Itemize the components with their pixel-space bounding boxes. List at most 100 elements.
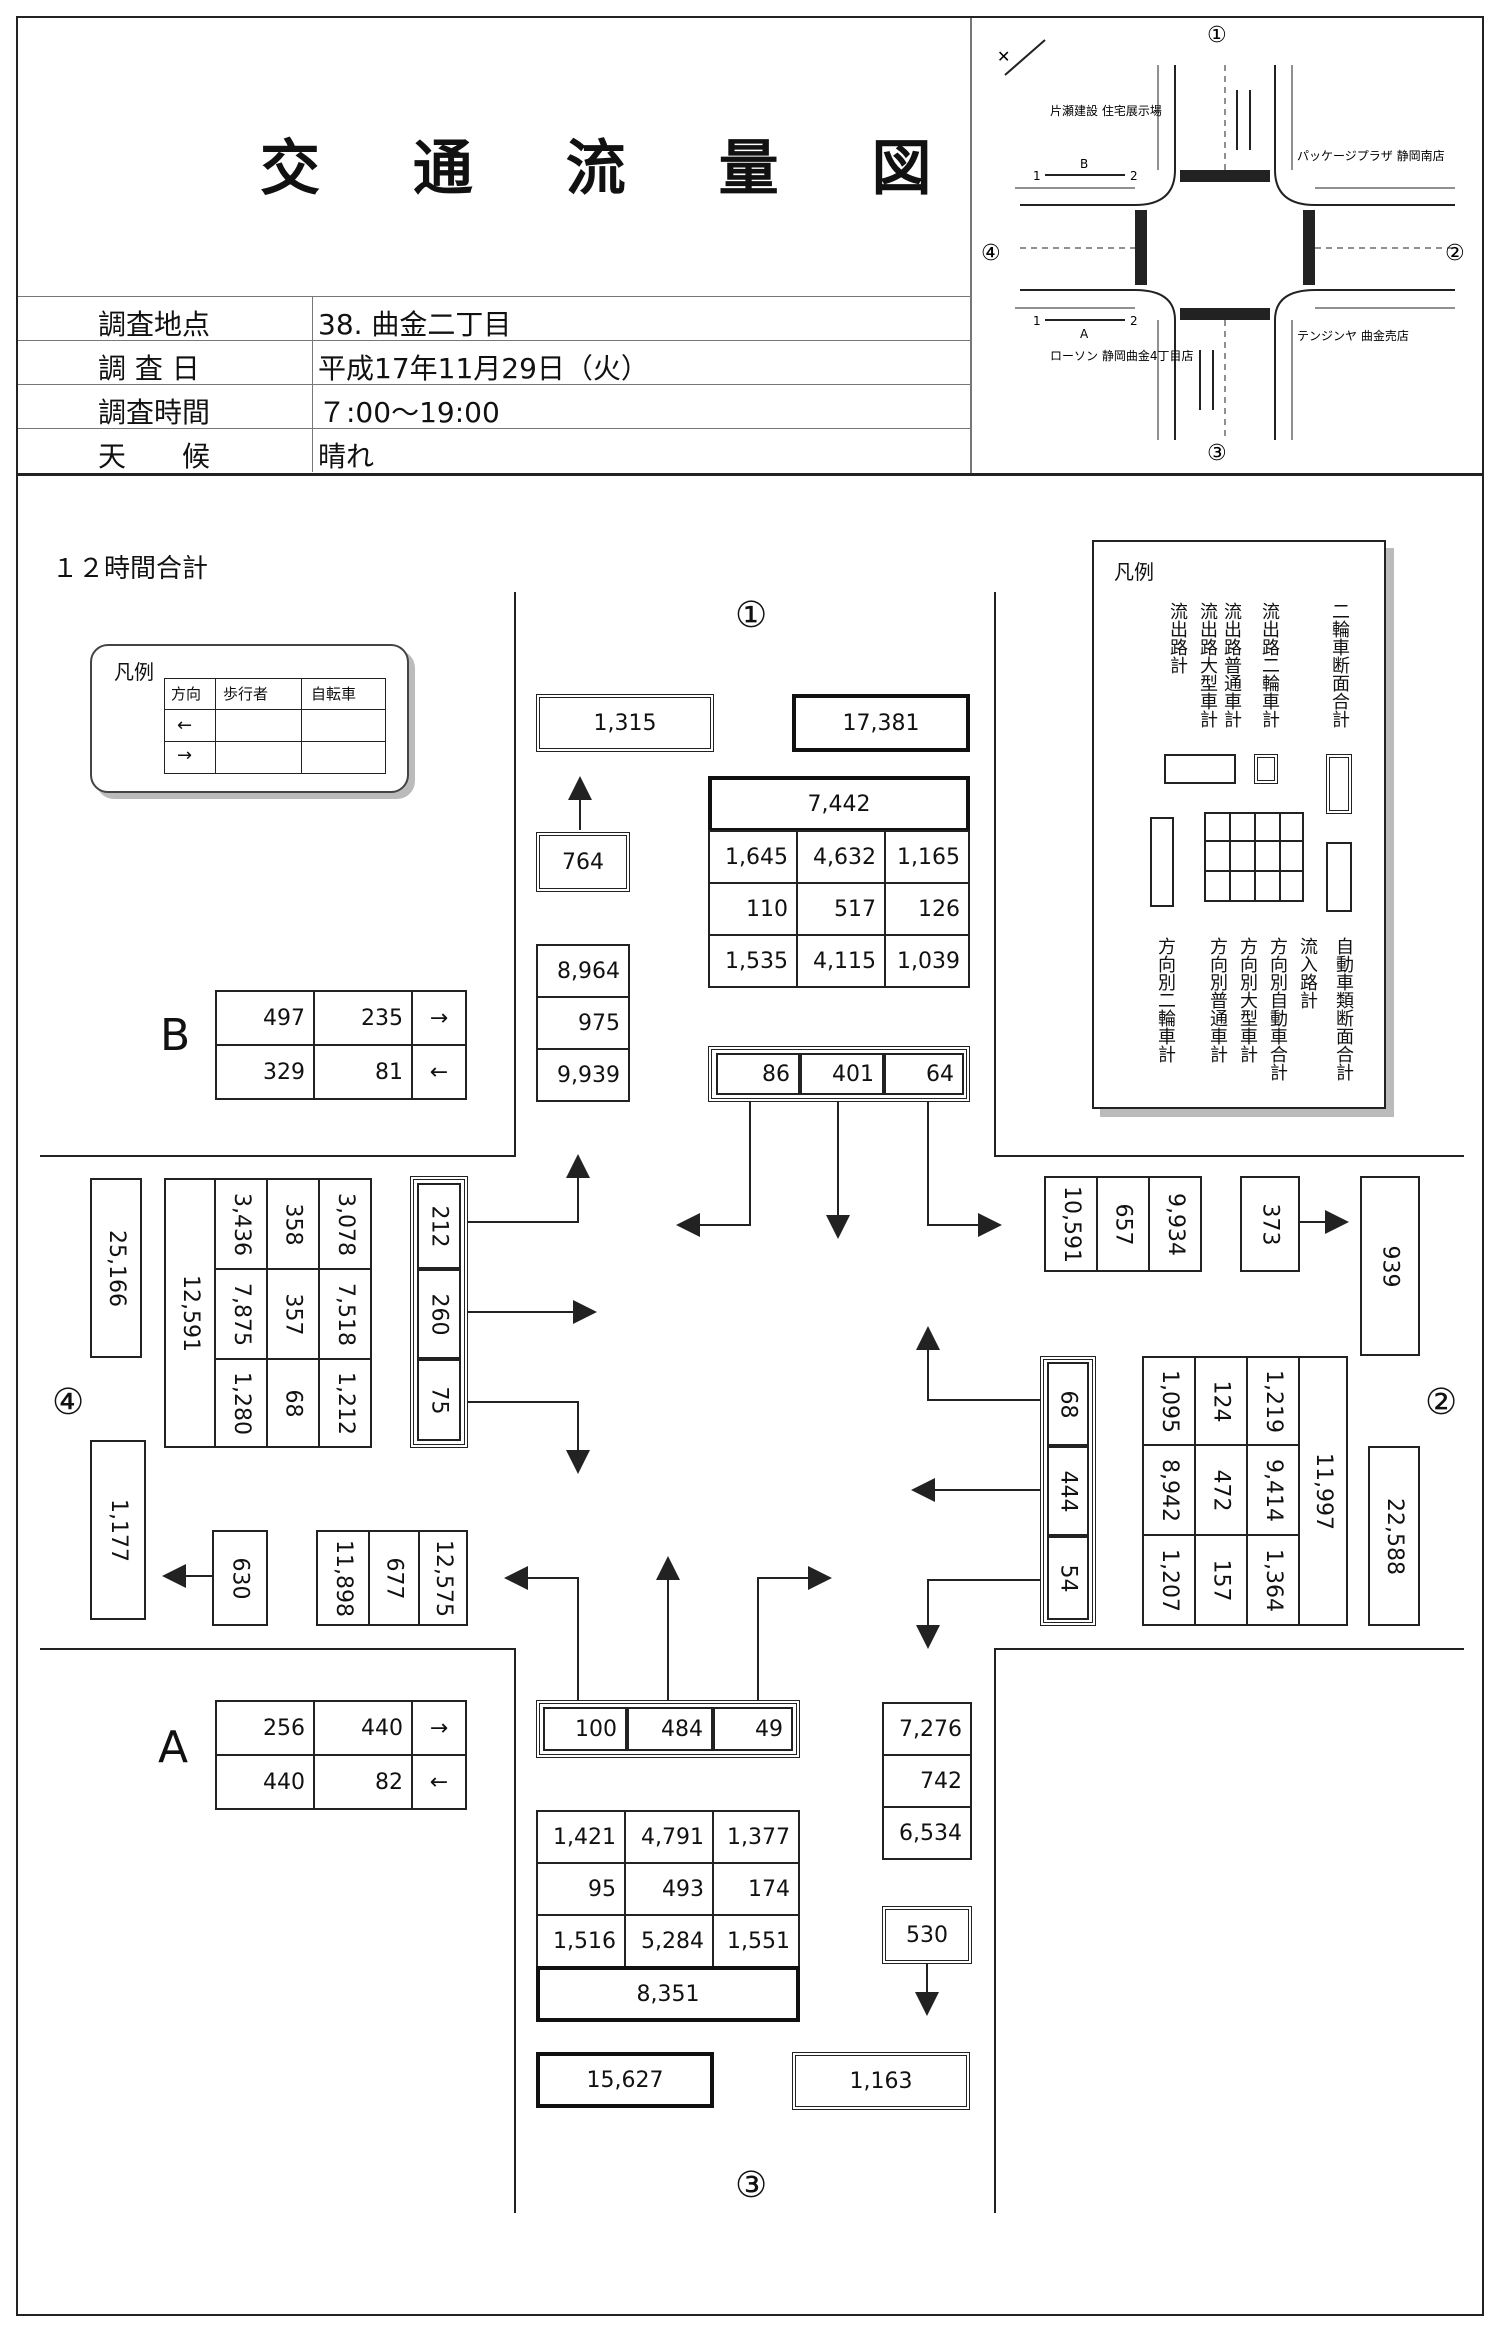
south-grid-2-2: 1,551 bbox=[712, 1914, 800, 1968]
west-out-moto: 630 bbox=[212, 1530, 268, 1626]
south-inflow: 8,351 bbox=[536, 1966, 800, 2022]
east-grid-1-0: 8,942 bbox=[1142, 1444, 1196, 1536]
map-label-3: ③ bbox=[1207, 441, 1227, 466]
south-moto-outer bbox=[536, 1700, 800, 1758]
east-out-large: 657 bbox=[1096, 1176, 1150, 1272]
a-r2-bike: 82 bbox=[313, 1754, 413, 1810]
header-divider-vertical bbox=[970, 18, 972, 473]
west-car-section: 25,166 bbox=[90, 1178, 142, 1358]
legend-bottom-5: 自動車類断面合計 bbox=[1333, 937, 1354, 1081]
date-value: 平成17年11月29日（火） bbox=[318, 352, 649, 385]
ped-legend-hline1 bbox=[165, 709, 385, 710]
east-grid-1-1: 472 bbox=[1194, 1444, 1248, 1536]
south-moto-1: 484 bbox=[627, 1707, 713, 1751]
ped-legend-row-right: → bbox=[177, 745, 193, 766]
east-moto-2: 54 bbox=[1047, 1536, 1089, 1620]
north-out-normal: 9,939 bbox=[536, 1048, 630, 1102]
east-grid-2-0: 1,207 bbox=[1142, 1534, 1196, 1626]
east-grid-1-2: 9,414 bbox=[1246, 1444, 1300, 1536]
legend-bottom-2: 方向別大型車計 bbox=[1237, 937, 1258, 1063]
legend-bottom-4: 流入路計 bbox=[1297, 937, 1318, 1009]
north-grid-1-0: 110 bbox=[708, 882, 798, 936]
west-moto-outer bbox=[410, 1176, 468, 1448]
legend-top-1: 流出路大型車計 bbox=[1197, 602, 1218, 728]
south-grid-0-0: 1,421 bbox=[536, 1810, 626, 1864]
a-label: A bbox=[158, 1722, 189, 1773]
map-b-label: B bbox=[1080, 157, 1088, 171]
intersection-map: ✕ ① ② ③ ④ 片瀬建設 住宅展示場 パッケージプラザ 静岡南店 テンジンヤ… bbox=[981, 23, 1465, 466]
north-grid-2-2: 1,039 bbox=[884, 934, 970, 988]
south-out-total: 7,276 bbox=[882, 1702, 972, 1756]
b-r1-bike: 235 bbox=[313, 990, 413, 1046]
ped-legend-vline1 bbox=[215, 679, 216, 773]
west-grid-2-1: 68 bbox=[266, 1358, 320, 1448]
info-row-date: 調 査 日 平成17年11月29日（火） bbox=[18, 340, 970, 385]
road-west-bottom-edge bbox=[40, 1648, 516, 1650]
page-title: 交 通 流 量 図 bbox=[260, 134, 968, 204]
south-grid-2-0: 1,516 bbox=[536, 1914, 626, 1968]
location-label: 調査地点 bbox=[98, 308, 211, 341]
west-grid-0-2: 3,078 bbox=[318, 1178, 372, 1270]
east-moto-outer bbox=[1040, 1356, 1096, 1626]
north-grid-2-1: 4,115 bbox=[796, 934, 886, 988]
west-grid-1-2: 7,518 bbox=[318, 1268, 372, 1360]
west-grid-2-2: 1,212 bbox=[318, 1358, 372, 1448]
legend-top-2: 流出路普通車計 bbox=[1221, 602, 1242, 728]
b-r1-dir: → bbox=[411, 990, 467, 1046]
legend-top-4: 二輪車断面合計 bbox=[1329, 602, 1350, 728]
ped-legend: 凡例 方向 歩行者 自転車 ← → bbox=[90, 644, 409, 793]
west-out-normal: 11,898 bbox=[316, 1530, 370, 1626]
east-out-normal: 9,934 bbox=[1148, 1176, 1202, 1272]
road-west-top-edge bbox=[40, 1155, 516, 1157]
ped-legend-vline2 bbox=[301, 679, 302, 773]
legend-sample-bike-section bbox=[1326, 754, 1352, 814]
east-out-total: 10,591 bbox=[1044, 1176, 1098, 1272]
legend-bottom-1: 方向別普通車計 bbox=[1207, 937, 1228, 1063]
map-label-2: ② bbox=[1445, 241, 1465, 266]
west-moto-0: 212 bbox=[417, 1183, 461, 1269]
main-legend-title: 凡例 bbox=[1114, 560, 1154, 584]
south-grid-0-2: 1,377 bbox=[712, 1810, 800, 1864]
road-south-west-edge bbox=[514, 1648, 516, 2213]
approach-label-east: ② bbox=[1425, 1382, 1458, 1423]
a-r1-bike: 440 bbox=[313, 1700, 413, 1756]
north-out-total: 8,964 bbox=[536, 944, 630, 998]
location-value: 38. 曲金二丁目 bbox=[318, 308, 512, 341]
legend-sample-grid bbox=[1204, 812, 1304, 902]
north-bike-section: 1,315 bbox=[536, 694, 714, 752]
west-grid-2-0: 1,280 bbox=[214, 1358, 268, 1448]
main-legend: 凡例 流出路計 流出路大型車計 流出路普通車計 流出路二輪車計 二輪車断面合計 … bbox=[1092, 540, 1386, 1109]
south-moto-2: 49 bbox=[713, 1707, 793, 1751]
east-moto-1: 444 bbox=[1047, 1446, 1089, 1536]
b-r2-bike: 81 bbox=[313, 1044, 413, 1100]
legend-bottom-3: 方向別自動車合計 bbox=[1267, 937, 1288, 1081]
east-grid-0-1: 124 bbox=[1194, 1356, 1248, 1446]
east-out-moto: 373 bbox=[1240, 1176, 1300, 1272]
east-grid-2-1: 157 bbox=[1194, 1534, 1248, 1626]
section-label: １２時間合計 bbox=[52, 554, 209, 584]
north-out-large: 975 bbox=[536, 996, 630, 1050]
ped-legend-col-bike: 自転車 bbox=[311, 685, 357, 703]
west-moto-2: 75 bbox=[417, 1359, 461, 1441]
south-out-normal: 6,534 bbox=[882, 1806, 972, 1860]
page-frame bbox=[16, 16, 1484, 2316]
south-car-section: 15,627 bbox=[536, 2052, 714, 2108]
west-grid-1-1: 357 bbox=[266, 1268, 320, 1360]
south-moto-0: 100 bbox=[543, 1707, 627, 1751]
road-north-west-edge bbox=[514, 592, 516, 1155]
weather-value: 晴れ bbox=[318, 440, 375, 473]
east-grid-0-2: 1,219 bbox=[1246, 1356, 1300, 1446]
ped-legend-col-dir: 方向 bbox=[171, 685, 202, 703]
shop-ne-label: パッケージプラザ 静岡南店 bbox=[1297, 148, 1445, 163]
info-row-time: 調査時間 ７:00〜19:00 bbox=[18, 384, 970, 429]
north-out-moto: 764 bbox=[536, 832, 630, 892]
weather-label: 天 候 bbox=[98, 440, 211, 473]
time-label: 調査時間 bbox=[98, 396, 211, 429]
west-bike-section: 1,177 bbox=[90, 1440, 146, 1620]
west-grid-0-0: 3,436 bbox=[214, 1178, 268, 1270]
legend-sample-moto bbox=[1254, 754, 1278, 784]
road-north-east-edge bbox=[994, 592, 996, 1155]
b-label: B bbox=[160, 1010, 191, 1061]
west-out-total: 12,575 bbox=[418, 1530, 468, 1626]
west-out-large: 677 bbox=[368, 1530, 420, 1626]
